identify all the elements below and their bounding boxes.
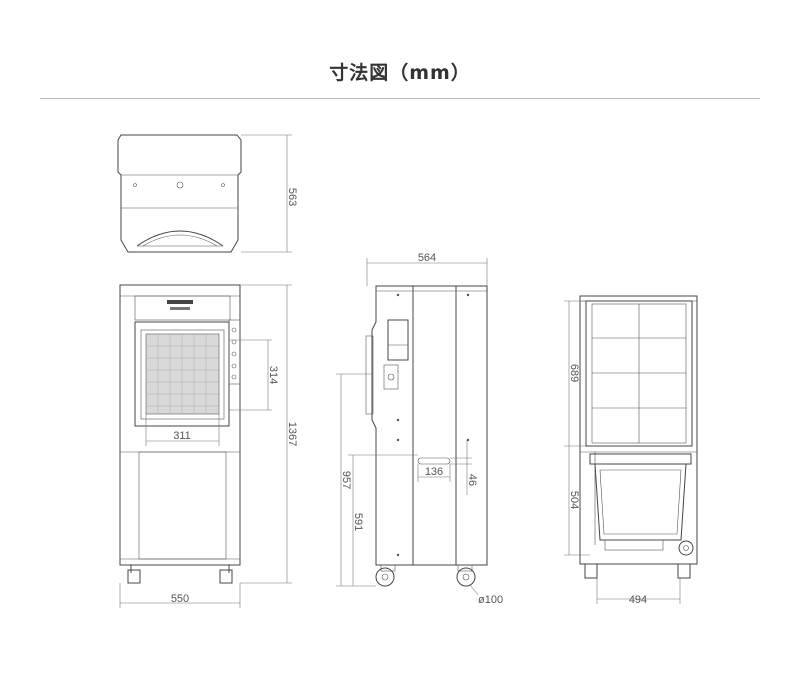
dim-side-width: 564 — [418, 252, 436, 264]
page-title: 寸法図（mm） — [329, 62, 471, 84]
title-divider — [40, 98, 760, 99]
dim-grille-height: 314 — [267, 366, 279, 384]
dim-back-upper-height: 689 — [568, 364, 580, 382]
side-view — [336, 258, 488, 596]
dim-side-total-height: 957 — [340, 471, 352, 489]
back-view — [564, 295, 698, 604]
dim-front-width: 550 — [171, 593, 189, 605]
dim-top-depth: 563 — [286, 188, 298, 206]
dim-front-height: 1367 — [286, 422, 298, 446]
front-view — [119, 284, 292, 608]
dim-handle-height: 46 — [466, 474, 478, 486]
dim-wheel-diameter: ø100 — [478, 594, 503, 606]
top-view — [117, 134, 292, 253]
dim-back-lower-height: 504 — [568, 491, 580, 509]
dim-side-lower-height: 591 — [352, 513, 364, 531]
dim-back-width: 494 — [629, 594, 647, 606]
dim-handle-width: 136 — [425, 466, 443, 478]
dim-grille-width: 311 — [173, 430, 191, 442]
